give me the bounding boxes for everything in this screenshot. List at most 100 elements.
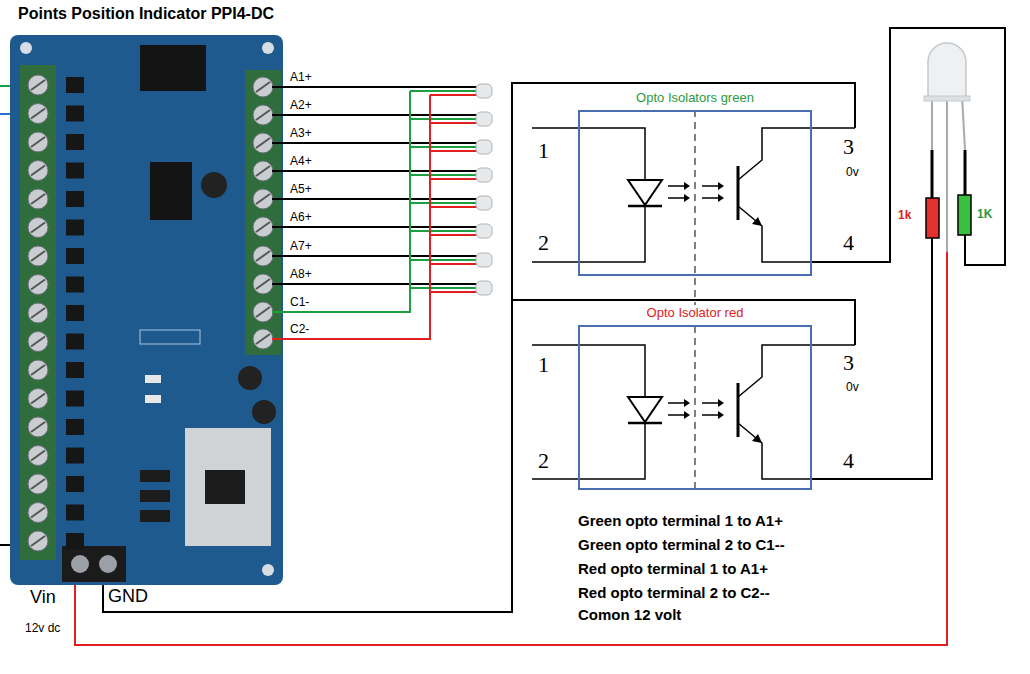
terminal-screw (28, 218, 48, 238)
pcb-board (10, 35, 283, 585)
supply-wire (75, 252, 947, 645)
wire (430, 150, 478, 152)
led-symbol (476, 84, 492, 98)
board-component (66, 163, 84, 179)
led-symbol (476, 112, 492, 126)
terminal-label: C1- (290, 296, 309, 310)
wiring-note: Red opto terminal 2 to C2-- (578, 584, 770, 601)
led-symbol (476, 140, 492, 154)
pin-number: 3 (843, 350, 854, 375)
wire (430, 178, 478, 180)
wire (272, 170, 478, 172)
pin-number: 2 (538, 230, 549, 255)
pin-number: 1 (538, 352, 549, 377)
screw-slot (31, 194, 45, 204)
ground-wire (512, 300, 855, 345)
terminal-screw (28, 332, 48, 352)
screw-slot (31, 508, 45, 518)
resistor-symbol (958, 195, 971, 235)
wire (410, 287, 478, 289)
wire (272, 95, 430, 339)
screw-slot (31, 451, 45, 461)
terminal-screw (28, 132, 48, 152)
terminal-screw (28, 275, 48, 295)
pin-number: 3 (843, 134, 854, 159)
wiring-note: Comon 12 volt (578, 606, 681, 623)
terminal-screw (28, 75, 48, 95)
terminal-screw (28, 189, 48, 209)
terminal-screw (28, 246, 48, 266)
isolation-barrier (695, 110, 696, 490)
voltage-label: 0v (846, 381, 859, 395)
wire (430, 291, 478, 293)
wire (272, 198, 478, 200)
pin-number: 4 (843, 230, 854, 255)
wire (272, 255, 478, 257)
wiring-note: Red opto terminal 1 to A1+ (578, 560, 768, 577)
terminal-screw (28, 360, 48, 380)
terminal-screw (253, 217, 273, 237)
terminal-screw (28, 389, 48, 409)
board-component (66, 362, 84, 378)
board-component (66, 220, 84, 236)
wire (272, 86, 478, 88)
terminal-label: A3+ (290, 127, 312, 141)
wire (430, 206, 478, 208)
board-component (66, 419, 84, 435)
screw-slot (31, 479, 45, 489)
led-wiring (272, 84, 492, 339)
power-terminal-label: GND (108, 586, 148, 607)
board-component (66, 77, 84, 93)
terminal-label: A6+ (290, 211, 312, 225)
bicolour-led (924, 43, 970, 252)
board-component (66, 106, 84, 122)
screw-slot (31, 223, 45, 233)
terminal-label: C2- (290, 323, 309, 337)
screw-slot (256, 334, 270, 344)
diagram-title: Points Position Indicator PPI4-DC (18, 5, 274, 23)
screw-slot (31, 166, 45, 176)
board-component (66, 391, 84, 407)
screw-slot (31, 308, 45, 318)
screw-slot (256, 279, 270, 289)
wiring-note: Green opto terminal 2 to C1-- (578, 536, 785, 553)
board-component (66, 448, 84, 464)
screw-slot (256, 138, 270, 148)
terminal-screw (28, 161, 48, 181)
board-component (66, 191, 84, 207)
screw-slot (31, 422, 45, 432)
screw-slot (256, 307, 270, 317)
ground-wire (103, 83, 855, 612)
terminal-label: A5+ (290, 183, 312, 197)
board-component (66, 305, 84, 321)
wire (410, 230, 478, 232)
screw-slot (31, 80, 45, 90)
wire (430, 234, 478, 236)
wire (410, 90, 478, 92)
screw-slot (31, 251, 45, 261)
board-component (66, 533, 84, 549)
optocoupler-box: Opto Isolator red (578, 325, 812, 490)
screw-slot (256, 166, 270, 176)
terminal-label: A2+ (290, 99, 312, 113)
screw-slot (31, 365, 45, 375)
led-symbol (476, 224, 492, 238)
board-component (66, 134, 84, 150)
wire (812, 238, 932, 479)
pin-number: 2 (538, 448, 549, 473)
led-symbol (476, 168, 492, 182)
optocoupler-symbol (532, 128, 855, 262)
resistor-symbol (926, 198, 939, 238)
wire (272, 91, 410, 312)
wire (410, 146, 478, 148)
wire (410, 259, 478, 261)
resistor-value: 1K (977, 208, 992, 222)
wire (272, 283, 478, 285)
optocoupler-symbol (532, 345, 855, 479)
terminal-screw (253, 302, 273, 322)
board-component (66, 476, 84, 492)
terminal-label: A1+ (290, 71, 312, 85)
wire (410, 202, 478, 204)
